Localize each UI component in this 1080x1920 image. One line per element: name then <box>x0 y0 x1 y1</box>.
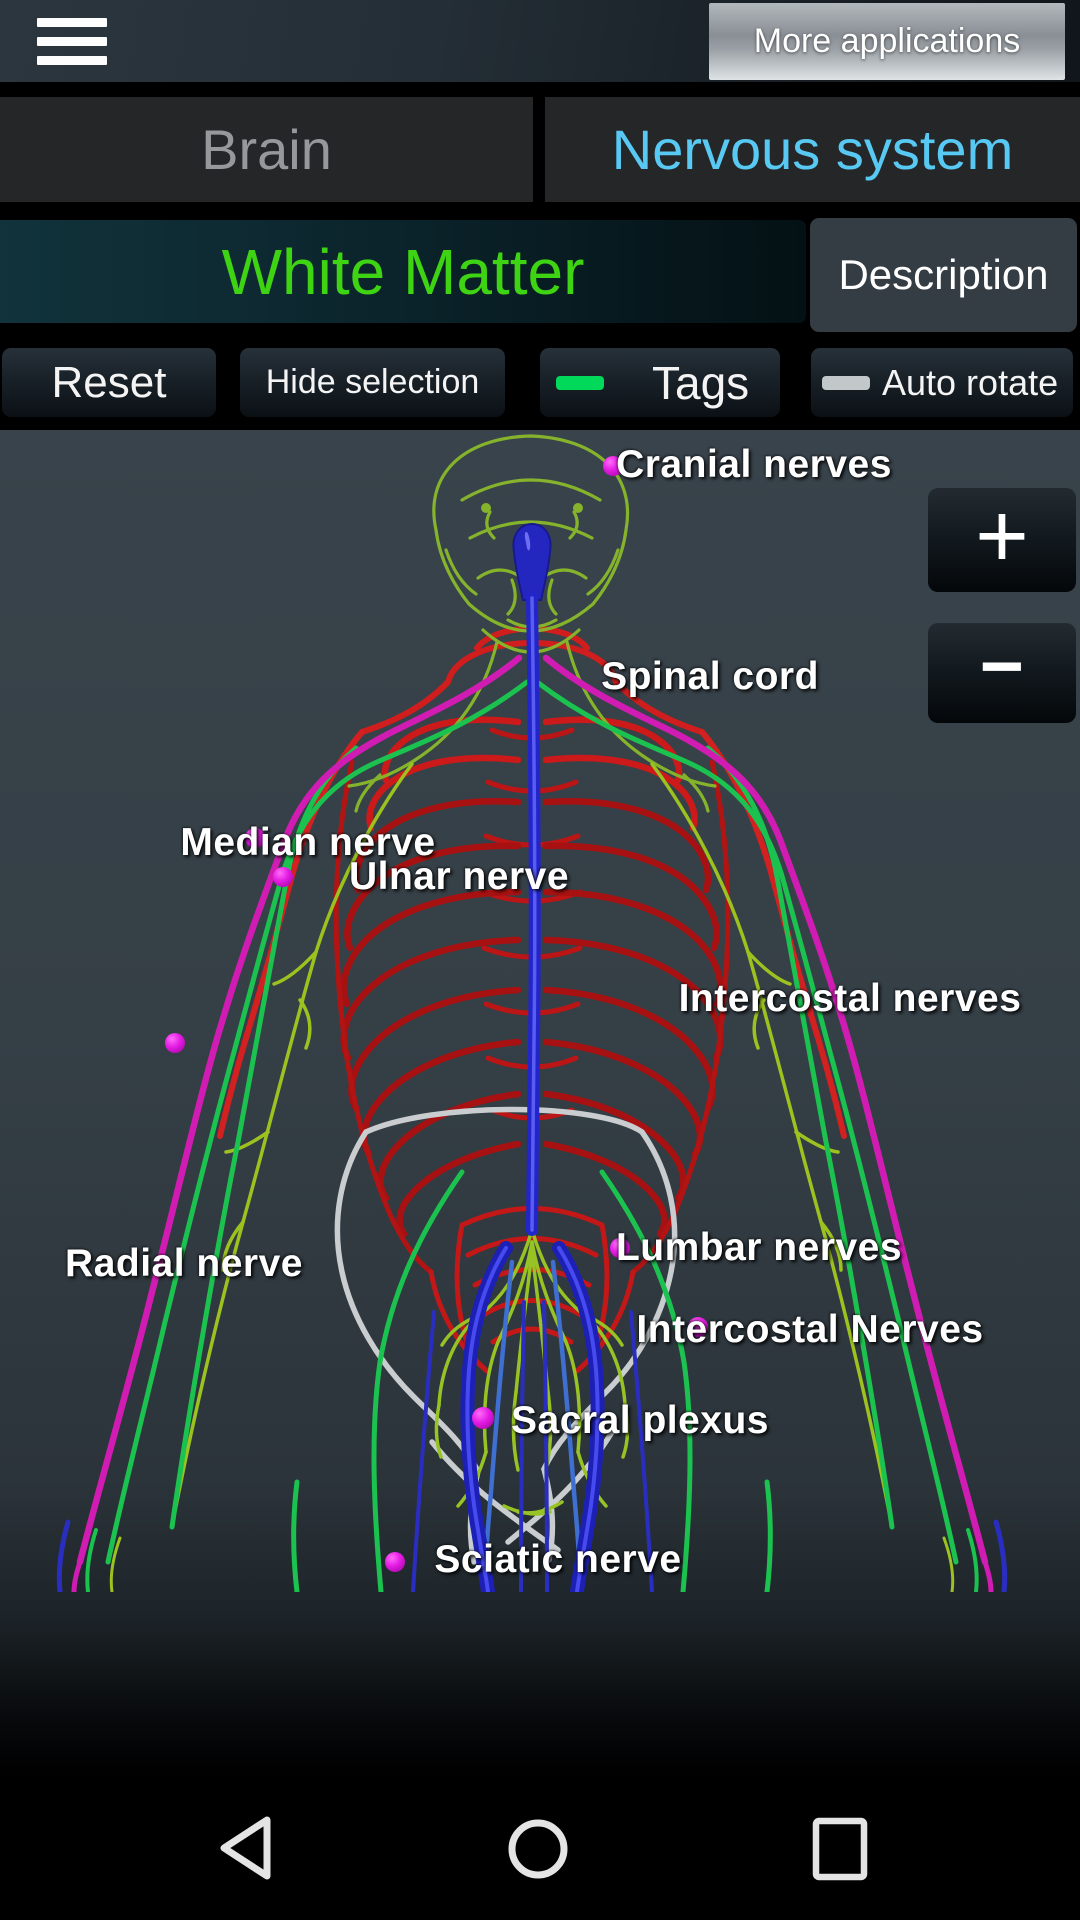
more-applications-button[interactable]: More applications <box>709 3 1065 80</box>
tags-color-swatch-icon <box>556 375 604 390</box>
pelvis-outline <box>334 1106 678 1565</box>
cranial-nerves-label[interactable]: Cranial nerves <box>616 443 892 486</box>
hand-nerve-tangles <box>56 1519 1008 1592</box>
ulnar-nerve-label[interactable]: Ulnar nerve <box>348 855 570 898</box>
radial-nerve-label[interactable]: Radial nerve <box>65 1242 303 1285</box>
auto-rotate-toggle-button[interactable]: Auto rotate <box>811 348 1073 417</box>
android-nav-bar <box>0 1774 1080 1920</box>
tags-toggle-button[interactable]: Tags <box>540 348 780 417</box>
tag-dots[interactable] <box>165 456 708 1572</box>
spinal-cord-graphic <box>512 522 552 1236</box>
zoom-out-button[interactable]: − <box>928 623 1076 723</box>
tags-label: Tags <box>652 356 750 409</box>
auto-rotate-color-swatch-icon <box>822 375 870 390</box>
lumbar-nerves-label[interactable]: Lumbar nerves <box>615 1226 903 1269</box>
recents-icon[interactable] <box>780 1774 900 1920</box>
description-button[interactable]: Description <box>810 218 1077 332</box>
tab-nervous-system[interactable]: Nervous system <box>545 97 1080 202</box>
sciatic-nerves <box>460 1241 605 1592</box>
selected-structure-title: White Matter <box>221 235 585 308</box>
intercostal-nerves-label[interactable]: Intercostal nerves <box>678 977 1022 1020</box>
sacral-plexus-label[interactable]: Sacral plexus <box>511 1399 769 1442</box>
tab-brain[interactable]: Brain <box>0 97 533 202</box>
torso-side-nerves <box>333 759 731 1275</box>
pelvic-thin-nerves <box>411 1259 654 1592</box>
reset-button[interactable]: Reset <box>2 348 216 417</box>
sciatic-nerve-label[interactable]: Sciatic nerve <box>434 1538 682 1581</box>
arm-green-nerves <box>105 679 959 1592</box>
zoom-in-button[interactable]: + <box>928 485 1076 592</box>
menu-icon[interactable] <box>37 18 107 66</box>
median-nerve-label[interactable]: Median nerve <box>180 821 436 864</box>
intercostal-nerves-2-label[interactable]: Intercostal Nerves <box>636 1308 984 1351</box>
home-icon[interactable] <box>478 1774 598 1920</box>
auto-rotate-label: Auto rotate <box>882 361 1059 403</box>
spinal-cord-label[interactable]: Spinal cord <box>601 655 819 698</box>
selected-structure-bar: White Matter <box>0 220 806 323</box>
hide-selection-button[interactable]: Hide selection <box>240 348 505 417</box>
nervous-system-figure <box>56 434 1008 1592</box>
median-nerves <box>71 654 994 1592</box>
top-bar: More applications <box>0 0 1080 82</box>
arm-olive-nerves <box>170 762 894 1529</box>
back-icon[interactable] <box>181 1774 301 1920</box>
